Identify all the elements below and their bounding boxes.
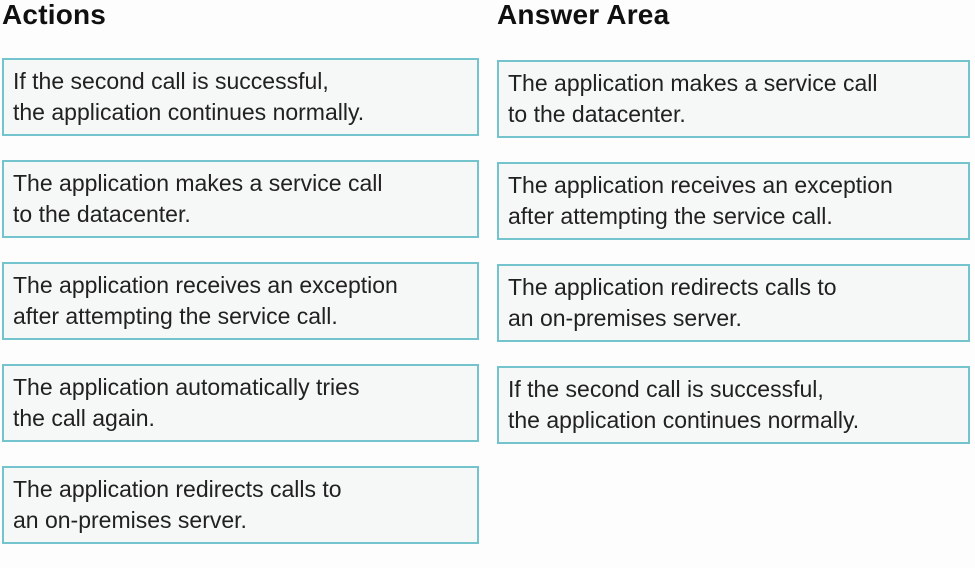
card-text-line: The application redirects calls to <box>508 274 837 300</box>
card-text-line: an on-premises server. <box>13 507 247 533</box>
answer-area-column: Answer Area The application makes a serv… <box>497 0 970 468</box>
card-text-line: The application receives an exception <box>508 172 893 198</box>
card-text-line: to the datacenter. <box>13 201 191 227</box>
card-text-line: The application makes a service call <box>13 170 383 196</box>
action-card-3[interactable]: The application receives an exception af… <box>2 262 479 340</box>
answer-area-title: Answer Area <box>497 0 670 30</box>
action-card-1[interactable]: If the second call is successful, the ap… <box>2 58 479 136</box>
card-text-line: the application continues normally. <box>508 407 860 433</box>
answer-card-3[interactable]: The application redirects calls to an on… <box>497 264 970 342</box>
actions-card-list: If the second call is successful, the ap… <box>2 58 479 544</box>
action-card-5[interactable]: The application redirects calls to an on… <box>2 466 479 544</box>
card-text-line: after attempting the service call. <box>508 203 833 229</box>
card-text-line: The application receives an exception <box>13 272 398 298</box>
action-card-2[interactable]: The application makes a service call to … <box>2 160 479 238</box>
actions-column-title: Actions <box>2 0 107 30</box>
card-text-line: the application continues normally. <box>13 99 365 125</box>
card-text-line: the call again. <box>13 405 155 431</box>
card-text-line: to the datacenter. <box>508 101 686 127</box>
action-card-4[interactable]: The application automatically tries the … <box>2 364 479 442</box>
card-text-line: The application automatically tries <box>13 374 360 400</box>
answer-card-2[interactable]: The application receives an exception af… <box>497 162 970 240</box>
card-text-line: If the second call is successful, <box>508 376 824 402</box>
card-text-line: an on-premises server. <box>508 305 742 331</box>
answer-card-4[interactable]: If the second call is successful, the ap… <box>497 366 970 444</box>
actions-column: Actions If the second call is successful… <box>2 0 479 568</box>
drag-drop-question: Actions If the second call is successful… <box>2 0 970 544</box>
answer-card-list: The application makes a service call to … <box>497 60 970 444</box>
card-text-line: after attempting the service call. <box>13 303 338 329</box>
card-text-line: The application makes a service call <box>508 70 878 96</box>
card-text-line: The application redirects calls to <box>13 476 342 502</box>
card-text-line: If the second call is successful, <box>13 68 329 94</box>
answer-card-1[interactable]: The application makes a service call to … <box>497 60 970 138</box>
